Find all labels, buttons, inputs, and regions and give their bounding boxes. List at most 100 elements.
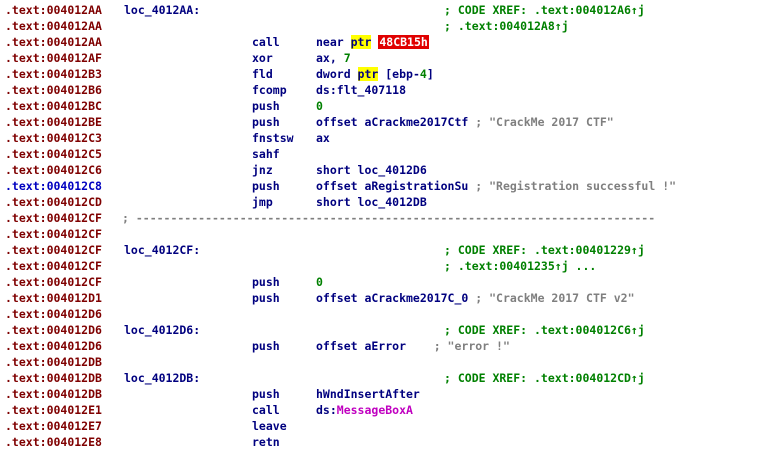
instruction-mnemonic[interactable]: leave bbox=[252, 419, 287, 433]
address-value[interactable]: 004012E8 bbox=[46, 435, 102, 449]
line-address[interactable]: .text:004012CD bbox=[5, 194, 102, 210]
line-address[interactable]: .text:004012E8 bbox=[5, 434, 102, 450]
address-value[interactable]: 004012CF bbox=[46, 275, 102, 289]
instruction-operands[interactable]: short loc_4012D6 bbox=[316, 162, 427, 178]
operand-text[interactable]: hWndInsertAfter bbox=[316, 387, 420, 401]
operand-text[interactable]: short loc_4012DB bbox=[316, 195, 427, 209]
listing-line[interactable]: .text:004012B6 fcomp ds:flt_407118 bbox=[0, 82, 780, 98]
instruction-operands[interactable]: ds:MessageBoxA bbox=[316, 402, 413, 418]
listing-line[interactable]: .text:004012E1 call ds:MessageBoxA bbox=[0, 402, 780, 418]
instruction-mnemonic[interactable]: sahf bbox=[252, 147, 280, 161]
operand-text[interactable]: [ebp- bbox=[378, 67, 420, 81]
string-comment[interactable]: ; "CrackMe 2017 CTF" bbox=[468, 115, 614, 129]
line-address[interactable]: .text:004012BC bbox=[5, 98, 102, 114]
line-address[interactable]: .text:004012C8 bbox=[5, 178, 102, 194]
instruction-mnemonic[interactable]: push bbox=[252, 291, 280, 305]
listing-line[interactable]: .text:004012CD jmp short loc_4012DB bbox=[0, 194, 780, 210]
line-address[interactable]: .text:004012C3 bbox=[5, 130, 102, 146]
line-address[interactable]: .text:004012B6 bbox=[5, 82, 102, 98]
address-value[interactable]: 004012E7 bbox=[46, 419, 102, 433]
address-value[interactable]: 004012C6 bbox=[46, 163, 102, 177]
immediate-value[interactable]: 4 bbox=[419, 67, 427, 81]
address-value[interactable]: 004012AA bbox=[46, 35, 102, 49]
operand-text[interactable]: ax bbox=[316, 131, 330, 145]
line-address[interactable]: .text:004012D1 bbox=[5, 290, 102, 306]
line-address[interactable]: .text:004012CF bbox=[5, 258, 102, 274]
highlighted-operand[interactable]: ptr bbox=[357, 67, 379, 81]
line-address[interactable]: .text:004012AA bbox=[5, 18, 102, 34]
immediate-value[interactable]: 0 bbox=[316, 99, 323, 113]
string-comment[interactable]: ; "CrackMe 2017 CTF v2" bbox=[468, 291, 635, 305]
listing-line[interactable]: .text:004012CF bbox=[0, 226, 780, 242]
address-value[interactable]: 004012AF bbox=[46, 51, 102, 65]
line-address[interactable]: .text:004012E1 bbox=[5, 402, 102, 418]
address-value[interactable]: 004012B3 bbox=[46, 67, 102, 81]
instruction-operands[interactable]: hWndInsertAfter bbox=[316, 386, 420, 402]
instruction-mnemonic[interactable]: jmp bbox=[252, 195, 273, 209]
instruction-mnemonic[interactable]: push bbox=[252, 179, 280, 193]
listing-line[interactable]: .text:004012D1 push offset aCrackme2017C_0… bbox=[0, 290, 780, 306]
code-label[interactable]: loc_4012AA: bbox=[124, 3, 201, 17]
address-value[interactable]: 004012CD bbox=[46, 195, 102, 209]
instruction-mnemonic[interactable]: fcomp bbox=[252, 83, 287, 97]
instruction-mnemonic[interactable]: call bbox=[252, 403, 280, 417]
address-value[interactable]: 004012CF bbox=[46, 243, 102, 257]
instruction-operands[interactable]: offset aError ; "error !" bbox=[316, 338, 510, 354]
address-value[interactable]: 004012AA bbox=[46, 19, 102, 33]
instruction-mnemonic[interactable]: push bbox=[252, 99, 280, 113]
instruction-operands[interactable]: 0 bbox=[316, 98, 323, 114]
instruction-mnemonic[interactable]: push bbox=[252, 115, 280, 129]
line-address[interactable]: .text:004012AF bbox=[5, 50, 102, 66]
line-address[interactable]: .text:004012C6 bbox=[5, 162, 102, 178]
highlighted-operand[interactable]: ptr bbox=[350, 35, 372, 49]
line-address[interactable]: .text:004012CF bbox=[5, 210, 102, 226]
instruction-mnemonic[interactable]: push bbox=[252, 339, 280, 353]
instruction-mnemonic[interactable]: push bbox=[252, 387, 280, 401]
address-value[interactable]: 004012CF bbox=[46, 227, 102, 241]
operand-text[interactable]: short loc_4012D6 bbox=[316, 163, 427, 177]
operand-text[interactable]: offset aCrackme2017C_0 bbox=[316, 291, 469, 305]
code-xref-comment[interactable]: ; .text:004012A8↑j bbox=[444, 19, 569, 33]
listing-line[interactable]: .text:004012AA ; .text:004012A8↑j bbox=[0, 18, 780, 34]
line-address[interactable]: .text:004012B3 bbox=[5, 66, 102, 82]
listing-line[interactable]: .text:004012CF; ------------------------… bbox=[0, 210, 780, 226]
instruction-operands[interactable]: dword ptr [ebp-4] bbox=[316, 66, 434, 82]
instruction-operands[interactable]: ax, 7 bbox=[316, 50, 351, 66]
operand-text[interactable]: offset aCrackme2017Ctf bbox=[316, 115, 469, 129]
code-xref-comment[interactable]: ; .text:00401235↑j ... bbox=[444, 259, 597, 273]
instruction-mnemonic[interactable]: jnz bbox=[252, 163, 273, 177]
operand-text[interactable]: ds:flt_407118 bbox=[316, 83, 407, 97]
listing-line[interactable]: .text:004012CF ; .text:00401235↑j ... bbox=[0, 258, 780, 274]
address-value[interactable]: 004012B6 bbox=[46, 83, 102, 97]
address-value[interactable]: 004012E1 bbox=[46, 403, 102, 417]
line-address[interactable]: .text:004012D6 bbox=[5, 322, 102, 338]
code-label[interactable]: loc_4012DB: bbox=[124, 371, 201, 385]
operand-text[interactable]: ax, bbox=[316, 51, 344, 65]
line-address[interactable]: .text:004012D6 bbox=[5, 338, 102, 354]
operand-text[interactable]: offset aError bbox=[316, 339, 407, 353]
line-address[interactable]: .text:004012E7 bbox=[5, 418, 102, 434]
operand-text[interactable]: ] bbox=[426, 67, 434, 81]
line-address[interactable]: .text:004012CF bbox=[5, 274, 102, 290]
address-value[interactable]: 004012CF bbox=[46, 259, 102, 273]
listing-line[interactable]: .text:004012D6 bbox=[0, 306, 780, 322]
instruction-operands[interactable]: ds:flt_407118 bbox=[316, 82, 406, 98]
address-value[interactable]: 004012C5 bbox=[46, 147, 102, 161]
line-address[interactable]: .text:004012CF bbox=[5, 226, 102, 242]
listing-line[interactable]: .text:004012DB bbox=[0, 354, 780, 370]
address-value[interactable]: 004012C8 bbox=[46, 179, 102, 193]
code-label[interactable]: loc_4012D6: bbox=[124, 323, 201, 337]
instruction-operands[interactable]: 0 bbox=[316, 274, 323, 290]
string-comment[interactable]: ; "Registration successful !" bbox=[468, 179, 677, 193]
